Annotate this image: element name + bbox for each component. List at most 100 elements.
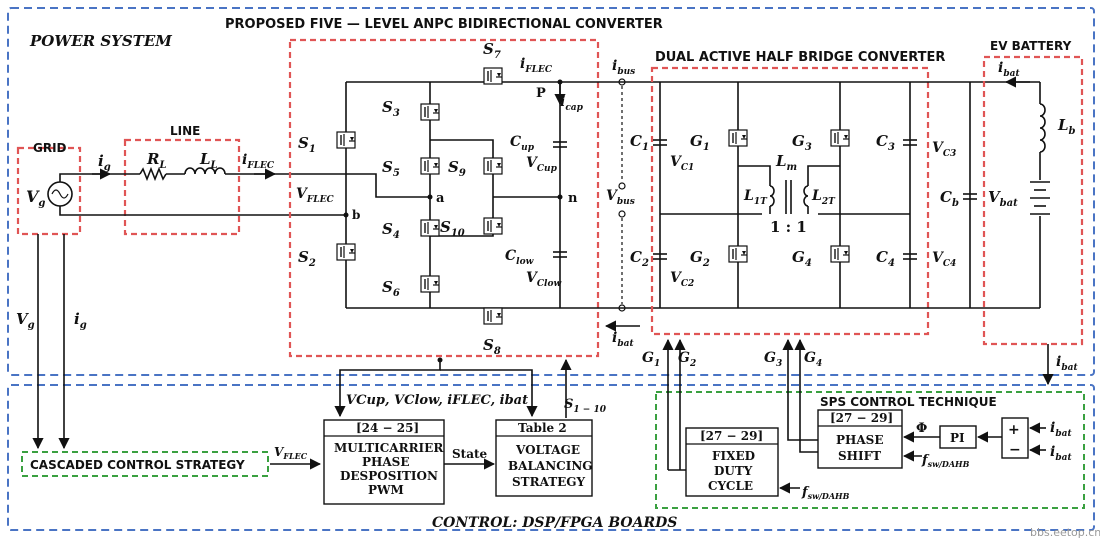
- switch-signals-label: S1 − 10: [564, 397, 607, 415]
- l2t-label: L2T: [811, 188, 836, 207]
- switch-s10-icon: [483, 217, 503, 235]
- multicarrier-line1: MULTICARRIER: [334, 441, 444, 455]
- vc3-label: VC3: [932, 140, 956, 159]
- s7-label: S7: [483, 40, 501, 61]
- c4-label: C4: [876, 248, 895, 269]
- turns-ratio-label: 1 : 1: [770, 218, 807, 236]
- switch-s9-icon: [483, 157, 503, 175]
- multicarrier-line3: DESPOSITION: [340, 469, 438, 483]
- s1-label: S1: [298, 134, 316, 155]
- line-label: LINE: [170, 124, 200, 138]
- fsw-fixed-label: fsw/DAHB: [801, 485, 850, 501]
- dahb-title: DUAL ACTIVE HALF BRIDGE CONVERTER: [655, 50, 945, 65]
- g2-label: G2: [690, 248, 710, 269]
- phase-shift-ref: [27 − 29]: [830, 411, 893, 425]
- vc2-label: VC2: [670, 270, 694, 289]
- ibat-ref-label: ibat: [1050, 420, 1072, 439]
- switch-s2-icon: [336, 243, 356, 261]
- power-system-title: POWER SYSTEM: [29, 32, 172, 50]
- ll-label: LL: [199, 150, 218, 171]
- c2-label: C2: [630, 248, 649, 269]
- ibus-label: ibus: [612, 58, 635, 77]
- vb-line2: BALANCING: [508, 459, 593, 473]
- switch-s5-icon: [420, 157, 440, 175]
- cup-label: Cup: [510, 134, 535, 153]
- switch-g1-icon: [728, 129, 748, 147]
- multicarrier-line4: PWM: [368, 483, 404, 497]
- control-boards-region: [7, 384, 1095, 531]
- power-system-region: [7, 7, 1095, 376]
- multicarrier-line2: PHASE: [362, 455, 409, 469]
- vflec-label: VFLEC: [296, 186, 334, 205]
- vc4-label: VC4: [932, 250, 956, 269]
- l1t-label: L1T: [743, 188, 768, 207]
- fsw-phase-label: fsw/DAHB: [921, 453, 970, 469]
- line-block: [123, 138, 241, 236]
- node-b-label: b: [352, 208, 360, 222]
- g3-label: G3: [792, 132, 812, 153]
- vc1-label: VC1: [670, 154, 694, 173]
- s9-label: S9: [448, 158, 466, 179]
- node-p-label: P: [536, 86, 546, 101]
- s4-label: S4: [382, 220, 400, 241]
- vbus-label: Vbus: [606, 188, 635, 207]
- plus-sign: +: [1008, 422, 1020, 438]
- switch-s7-icon: [483, 67, 503, 85]
- cascaded-control-block: [21, 451, 269, 477]
- icap-label: icap: [560, 94, 584, 113]
- vflec-ref-label: VFLEC: [274, 445, 308, 461]
- ig-label: ig: [98, 152, 111, 173]
- cascaded-control-label: CASCADED CONTROL STRATEGY: [30, 458, 245, 472]
- grid-wire-bottom: [59, 206, 346, 216]
- fixed-duty-line2: DUTY: [714, 464, 753, 478]
- dahb-block: [650, 66, 930, 336]
- control-boards-title: CONTROL: DSP/FPGA BOARDS: [432, 515, 677, 531]
- gate-g2-label: G2: [678, 350, 696, 369]
- vg-measure-label: Vg: [16, 310, 35, 331]
- ev-battery-title: EV BATTERY: [990, 39, 1072, 53]
- phase-shift-line2: SHIFT: [838, 449, 881, 463]
- switch-s3-icon: [420, 103, 440, 121]
- voltage-balancing-block: [495, 419, 593, 497]
- switch-s1-icon: [336, 131, 356, 149]
- bus-terminal-top: [618, 78, 626, 86]
- ev-battery-block: [982, 55, 1084, 346]
- vbat-label: Vbat: [988, 188, 1018, 209]
- s2-label: S2: [298, 248, 316, 269]
- switch-g4-icon: [830, 245, 850, 263]
- grid-wire-top: [59, 173, 140, 182]
- phi-label: Φ: [916, 421, 927, 436]
- anpc-title: PROPOSED FIVE — LEVEL ANPC BIDIRECTIONAL…: [225, 17, 663, 32]
- anpc-block: [288, 38, 600, 358]
- fixed-duty-ref: [27 − 29]: [700, 429, 763, 443]
- s8-label: S8: [483, 336, 501, 357]
- lm-label: Lm: [775, 152, 797, 173]
- sps-title: SPS CONTROL TECHNIQUE: [820, 395, 997, 409]
- node-a-label: a: [436, 191, 445, 206]
- ibat-measured-label: ibat: [1050, 444, 1072, 463]
- g1-label: G1: [690, 132, 710, 153]
- watermark: bbs.eetop.cn: [1030, 526, 1100, 539]
- inductor-icon: [184, 167, 226, 175]
- lb-label: Lb: [1057, 116, 1076, 137]
- multicarrier-pwm-block: [323, 419, 445, 505]
- multicarrier-ref: [24 − 25]: [356, 421, 419, 435]
- grid-label: GRID: [33, 141, 67, 155]
- table2-ref: Table 2: [518, 421, 567, 435]
- switch-s8-icon: [483, 307, 503, 325]
- vclow-label: VClow: [526, 270, 561, 289]
- bus-terminal-bottom: [618, 304, 626, 312]
- switch-g2-icon: [728, 245, 748, 263]
- grid-block: [16, 146, 82, 236]
- rl-label: RL: [146, 150, 167, 171]
- ibat-out-label: ibat: [1056, 354, 1078, 373]
- s10-label: S10: [440, 218, 465, 239]
- c1-label: C1: [630, 132, 649, 153]
- fixed-duty-cycle-block: [685, 427, 779, 497]
- iflec-line-label: iFLEC: [242, 152, 275, 171]
- sps-control-region: [655, 391, 1085, 509]
- summing-junction-block: [1001, 417, 1029, 459]
- switch-s4-icon: [420, 219, 440, 237]
- ig-measure-label: ig: [74, 310, 87, 331]
